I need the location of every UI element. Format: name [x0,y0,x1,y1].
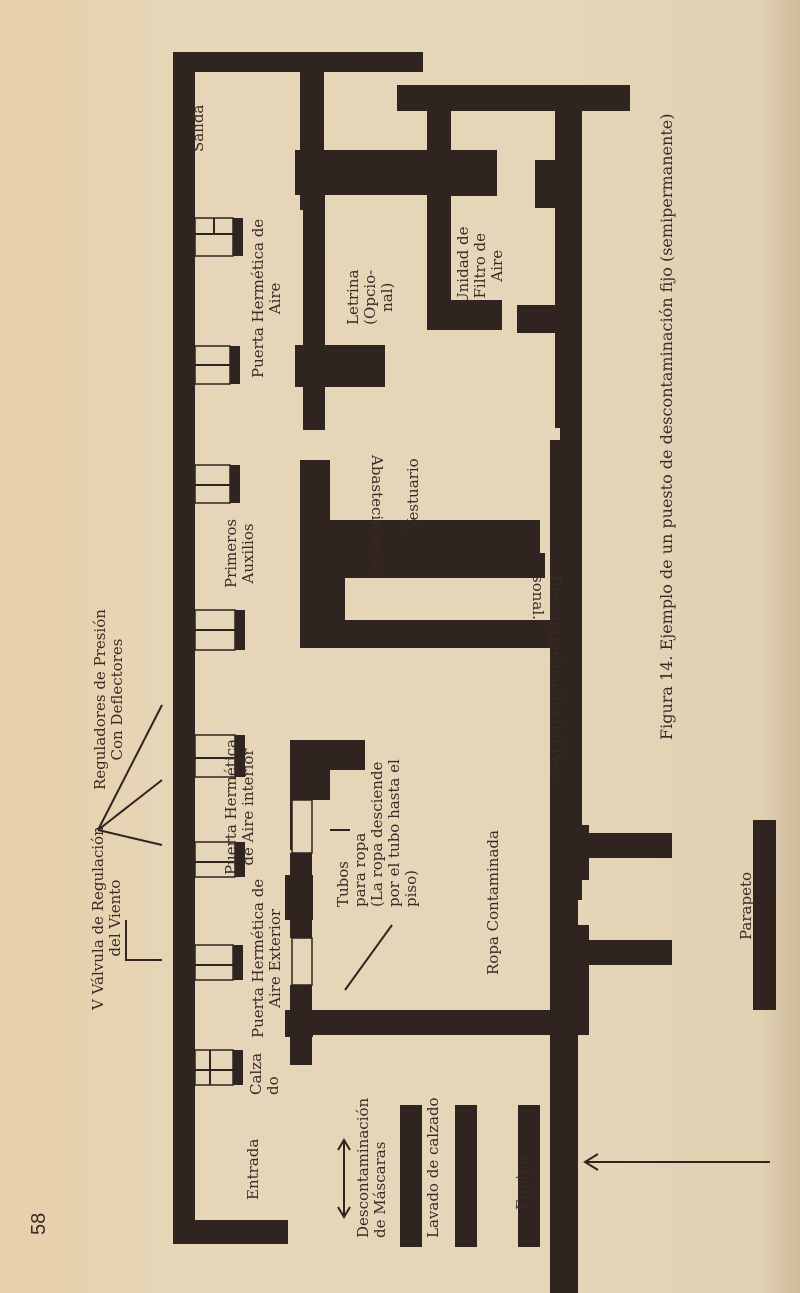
filter-wall [427,300,502,330]
right-main-wall [560,100,582,900]
pressure-regulators [194,217,245,1086]
abast-wall [345,620,575,648]
leader-line [97,779,163,831]
ropa-wall-stub [567,940,672,965]
parapet-bar [753,820,776,1010]
door-exterior [291,937,313,986]
arrow-head-icon [337,1138,351,1151]
label-equipo: Equipo [513,1156,531,1210]
page-number: 58 [28,1212,50,1235]
label-vestuario: Vestuario [404,458,422,530]
leader-line [344,924,393,991]
label-desc-mascaras: Descontaminación de Máscaras [354,1097,389,1238]
inner-wall [295,345,385,387]
outer-wall-left [173,52,195,1244]
ropa-wall-stub [567,833,672,858]
bar-mascaras [400,1105,422,1247]
label-parapeto: Parapeto [737,871,755,940]
central-wall [325,740,365,770]
label-ropa-contaminada: Ropa Contaminada [484,830,502,975]
abast-wall [300,560,322,590]
outer-wall-bottom [173,1220,288,1244]
bar-lavado [455,1105,477,1247]
leader-line [97,829,163,846]
label-letrina: Letrina (Opcio- nal) [344,269,396,325]
label-puerta-hermetica-exterior: Puerta Hermética de Aire Exterior [249,878,284,1038]
label-tubos-ropa: Tubos para ropa (La ropa desciende por e… [334,759,420,907]
filter-wall [427,98,451,328]
arrow-head-icon [583,1153,599,1171]
label-descontaminacion-personal: Descontaminación del Per- sonal. [529,575,564,779]
label-salida: Salida [189,104,207,152]
label-valvula: V Válvula de Regulación del Viento [89,826,124,1010]
label-entrada: Entrada [244,1138,262,1200]
label-abastecimiento: Abastecimiento [368,455,386,573]
bar-equipo [553,1105,576,1250]
central-wall [290,740,330,800]
label-puerta-hermetica-aire: Puerta Hermética de Aire [249,218,284,378]
outer-wall-top [173,52,423,72]
label-lavado-calzado: Lavado de calzado [424,1097,442,1238]
label-unidad-filtro: Unidad de Filtro de Aire [454,226,506,306]
bar-lavado-2 [518,1105,540,1247]
abast-wall [345,553,545,578]
label-reguladores: Reguladores de Presión Con Deflectores [91,609,126,790]
label-primeros-auxilios: Primeros Auxilios [222,518,257,588]
label-calzado: Calza do [247,1052,282,1095]
filter-wall [427,150,497,196]
leader-line [125,920,162,961]
door-interior [291,799,313,854]
inner-wall [303,190,325,430]
leader-line [97,704,163,831]
arrow-head-icon [337,1206,351,1219]
figure-caption: Figura 14. Ejemplo de un puesto de desco… [657,113,676,740]
ropa-wall-bottom [285,1010,585,1035]
label-puerta-hermetica-interior: Puerta Hermética de Aire interior [222,739,257,875]
central-wall [285,875,313,920]
